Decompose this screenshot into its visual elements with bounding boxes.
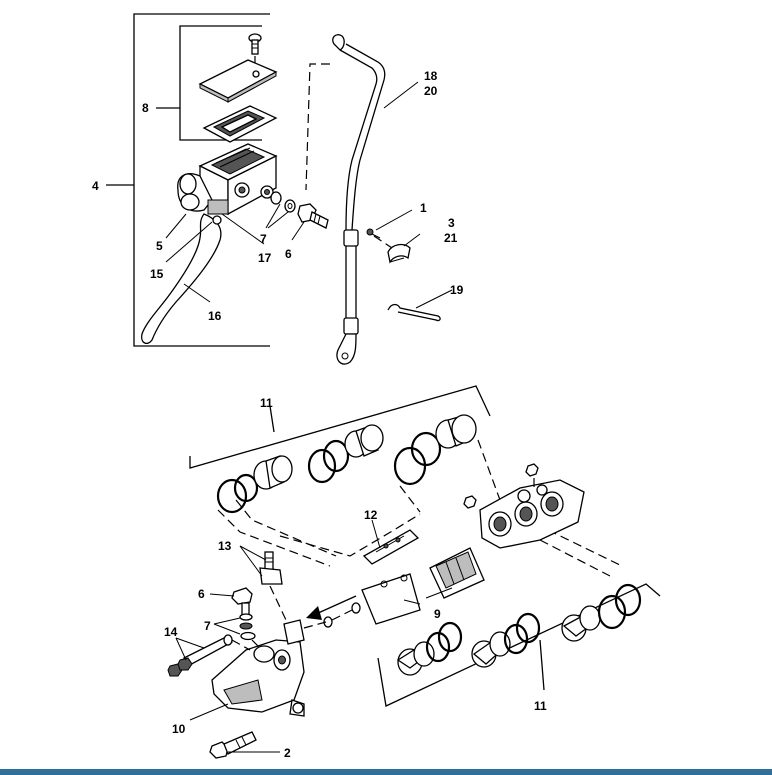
- piston-set-lower: [396, 583, 642, 676]
- callout-19: 19: [450, 283, 464, 297]
- brake-hose: [332, 34, 386, 365]
- caliper-pin: [167, 634, 251, 677]
- brake-pad-rear: [361, 573, 421, 625]
- caliper-nut-upper: [525, 463, 539, 490]
- caliper-nut-left: [463, 495, 477, 509]
- banjo-washers-lower: [239, 613, 263, 651]
- callout-17: 17: [258, 251, 272, 265]
- reservoir-cover: [198, 59, 278, 103]
- hose-clip: [387, 243, 411, 264]
- callout-15: 15: [150, 267, 164, 281]
- brake-lever: [141, 213, 222, 345]
- callout-11-top: 11: [260, 396, 273, 410]
- callout-14: 14: [164, 625, 178, 639]
- master-cylinder-body: [177, 143, 278, 216]
- dash-guides: [217, 439, 623, 577]
- bracket-11-bottom: [377, 583, 661, 707]
- dash-hose-upper: [305, 63, 330, 191]
- callout-8: 8: [142, 101, 149, 115]
- callout-12: 12: [364, 508, 378, 522]
- callout-13: 13: [218, 539, 232, 553]
- banjo-washers-upper: [270, 191, 296, 213]
- callout-labels: 1 2 3 4 5 6 6 7 7 8 9 10 11 11 12 13 14 …: [92, 69, 547, 760]
- reservoir-diaphragm: [202, 105, 278, 143]
- brake-pad-front: [429, 547, 485, 599]
- caliper-outer-half: [479, 479, 585, 549]
- lever-pivot: [212, 215, 222, 225]
- callout-20: 20: [424, 84, 438, 98]
- dash-clip: [373, 235, 393, 249]
- assembly-bracket-4: [133, 13, 270, 347]
- master-cylinder-group: [106, 13, 441, 365]
- callout-18: 18: [424, 69, 438, 83]
- caliper-group: [167, 385, 661, 759]
- callout-4: 4: [92, 179, 99, 193]
- callout-6-lower: 6: [198, 587, 205, 601]
- callout-21: 21: [444, 231, 458, 245]
- bracket-11-top: [189, 385, 491, 469]
- caliper-inner-half: [211, 619, 305, 717]
- callout-6-upper: 6: [285, 247, 292, 261]
- leader-lines: [165, 81, 453, 753]
- bleeder-screw: [259, 551, 287, 621]
- callout-3: 3: [448, 216, 455, 230]
- callout-11-bottom: 11: [534, 699, 547, 713]
- pad-pin-hardware: [303, 602, 361, 629]
- callout-7-upper: 7: [260, 232, 267, 246]
- callout-1: 1: [420, 201, 427, 215]
- leader-11-bottom: [539, 639, 545, 691]
- callout-2: 2: [284, 746, 291, 760]
- callout-9: 9: [434, 607, 441, 621]
- callout-7-lower: 7: [204, 619, 211, 633]
- pad-spring: [362, 529, 420, 565]
- caliper-mount-bolt: [209, 731, 257, 759]
- banjo-bolt-upper: [297, 203, 329, 229]
- callout-16: 16: [208, 309, 222, 323]
- banjo-bolt-lower: [231, 587, 253, 616]
- leader-11-top: [269, 405, 275, 433]
- callout-5: 5: [156, 239, 163, 253]
- assembly-arrow: [306, 595, 357, 620]
- retaining-spring-clip: [387, 303, 441, 322]
- footer-bar: [0, 769, 772, 775]
- callout-10: 10: [172, 722, 186, 736]
- clip-screw: [366, 228, 381, 239]
- piston-set-upper: [216, 414, 477, 514]
- bracket-8: [179, 25, 262, 141]
- cover-screw: [248, 33, 262, 55]
